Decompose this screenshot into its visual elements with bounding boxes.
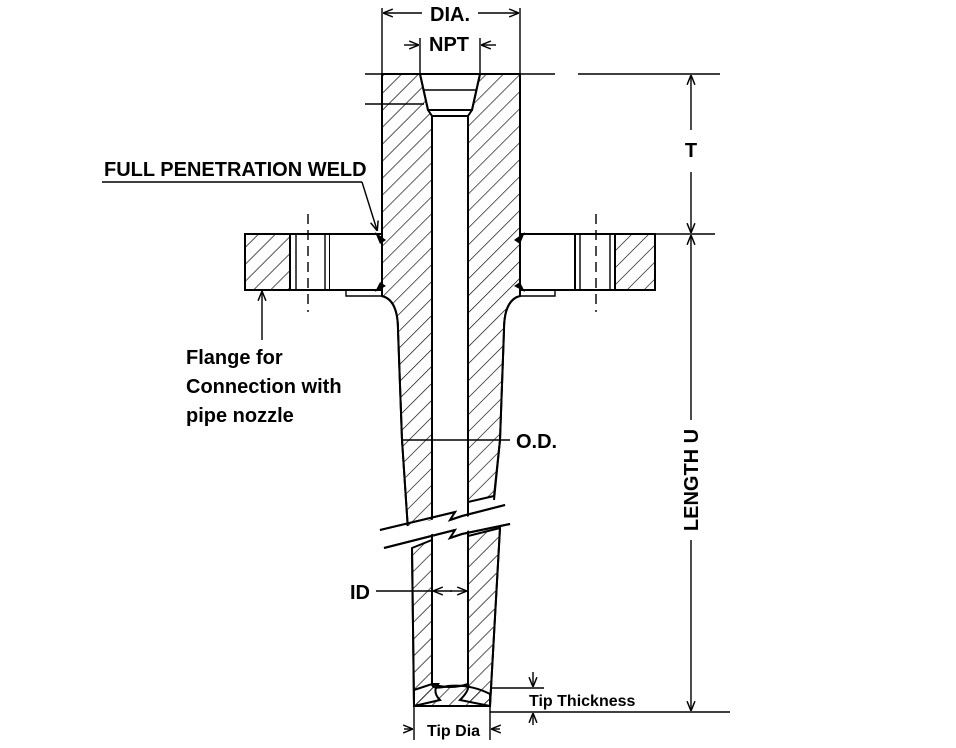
dia-dimension — [381, 8, 521, 74]
flange-label-line1: Flange for — [186, 347, 283, 369]
length-u-label: LENGTH U — [681, 429, 703, 531]
t-label: T — [685, 140, 697, 162]
right-flange — [520, 214, 656, 312]
npt-dimension — [404, 38, 496, 74]
flange-label-line3: pipe nozzle — [186, 405, 294, 427]
tip-dia-dimension — [404, 706, 500, 740]
tip-dia-label: Tip Dia — [427, 723, 480, 740]
npt-label: NPT — [429, 34, 469, 56]
break-lines — [379, 504, 511, 549]
tip-thickness-dimension — [490, 672, 544, 725]
left-flange — [244, 214, 383, 312]
id-label: ID — [350, 582, 370, 604]
flange-label-line2: Connection with — [186, 376, 342, 398]
weld-label: FULL PENETRATION WELD — [104, 159, 367, 181]
dia-label: DIA. — [430, 4, 470, 26]
tip-thickness-label: Tip Thickness — [529, 693, 636, 710]
weld-leader — [102, 181, 377, 230]
thermowell-body — [375, 73, 525, 708]
od-label: O.D. — [516, 431, 557, 453]
